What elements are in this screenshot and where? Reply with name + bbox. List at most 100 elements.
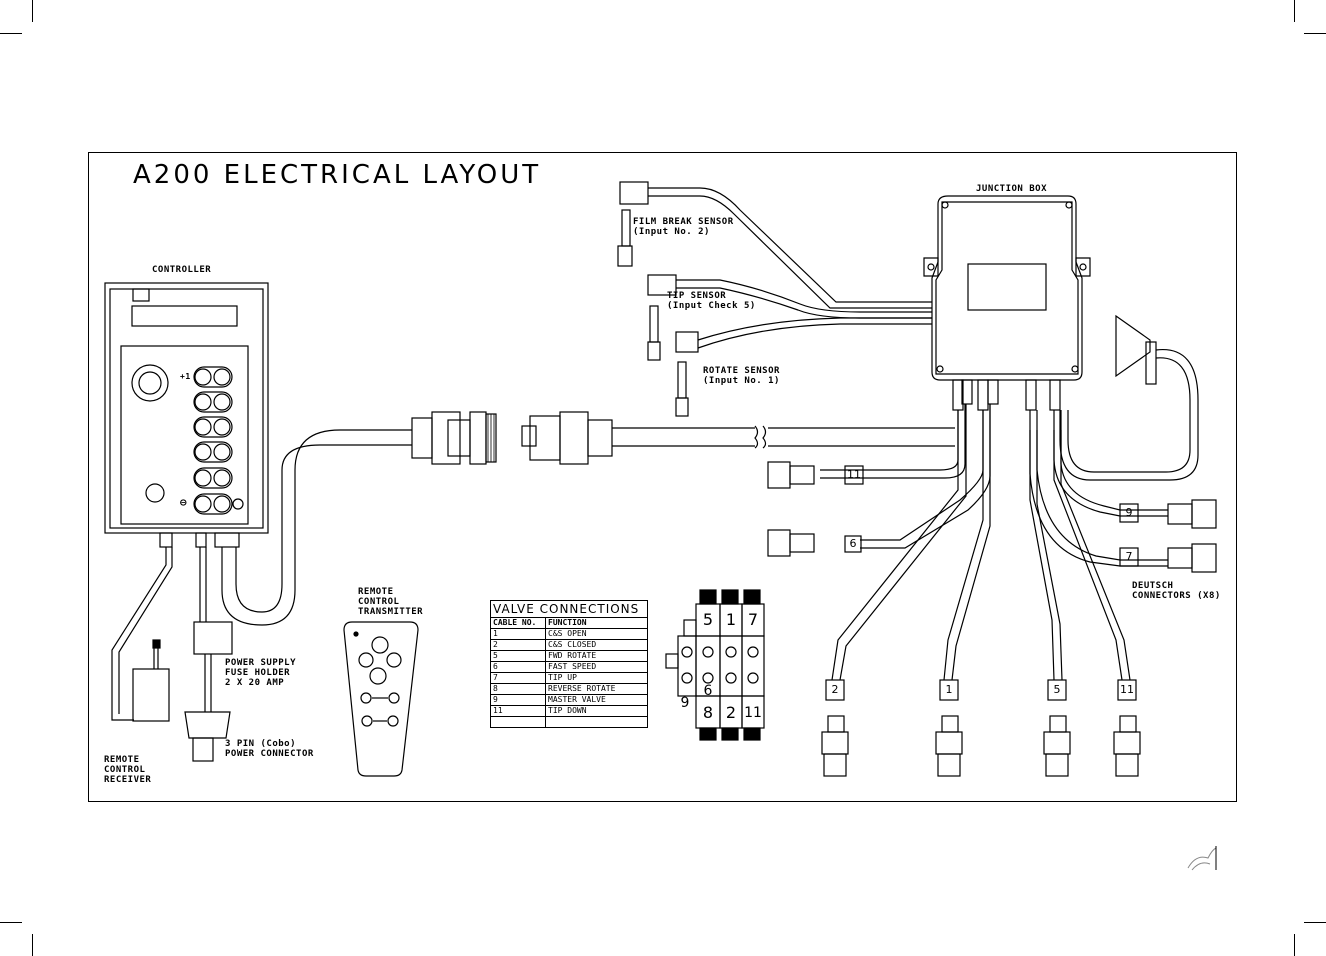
film-break-label-2: (Input No. 2): [633, 227, 710, 237]
cable-tag-11-bottom: 11: [1120, 683, 1134, 696]
film-break-label-1: FILM BREAK SENSOR: [633, 217, 734, 227]
remote-tx-label-3: TRANSMITTER: [358, 607, 424, 617]
deutsch-connector-11-top: [767, 461, 864, 489]
function-cell: [545, 716, 648, 728]
cable-no-cell: 9: [490, 694, 546, 706]
valve-block: [665, 589, 765, 741]
cable-no-cell: 6: [490, 661, 546, 673]
fuse-holder: [193, 621, 233, 655]
rotate-sensor-label-1: ROTATE SENSOR: [703, 366, 780, 376]
cable-tag-9: 9: [1125, 506, 1133, 519]
psu-label-1: POWER SUPPLY: [225, 658, 297, 668]
crop-mark: [1304, 33, 1326, 34]
power-connector-label-2: POWER CONNECTOR: [225, 749, 314, 759]
psu-label-2: FUSE HOLDER: [225, 668, 291, 678]
tip-sensor-label-2: (Input Check 5): [667, 301, 756, 311]
valve-table-header: FUNCTION: [545, 617, 648, 629]
diagram-frame: [88, 152, 1237, 802]
deutsch-label-2: CONNECTORS (X8): [1132, 591, 1221, 601]
cable-no-cell: 7: [490, 672, 546, 684]
remote-tx-label-2: CONTROL: [358, 597, 400, 607]
cable-tag-2: 2: [831, 683, 839, 696]
cable-no-cell: 11: [490, 705, 546, 717]
function-cell: REVERSE ROTATE: [545, 683, 648, 695]
controller-label: CONTROLLER: [152, 265, 212, 275]
multipin-connector-right: [521, 411, 613, 465]
cable-tag-11-top: 11: [847, 468, 861, 481]
crop-mark: [1294, 0, 1295, 22]
function-cell: TIP UP: [545, 672, 648, 684]
cable-no-cell: 1: [490, 628, 546, 640]
power-plug: [184, 711, 231, 739]
remote-tx-label-1: REMOTE: [358, 587, 394, 597]
valve-num-9: 9: [680, 695, 690, 711]
brand-logo-icon: [1187, 846, 1217, 871]
valve-num-5: 5: [702, 610, 714, 629]
cable-tag-5: 5: [1053, 683, 1061, 696]
deutsch-connector-bottom: [821, 679, 1141, 777]
tip-sensor: [647, 274, 677, 361]
receiver-label-3: RECEIVER: [104, 775, 152, 785]
deutsch-connector-6: [767, 529, 862, 557]
cable-tag-6: 6: [849, 537, 857, 550]
diagram-title: A200 ELECTRICAL LAYOUT: [133, 160, 542, 190]
function-cell: C&S CLOSED: [545, 639, 648, 651]
function-cell: FAST SPEED: [545, 661, 648, 673]
cable-no-cell: 2: [490, 639, 546, 651]
function-cell: TIP DOWN: [545, 705, 648, 717]
cable-no-cell: 8: [490, 683, 546, 695]
deutsch-connector-7: [1119, 543, 1217, 573]
valve-table-caption: VALVE CONNECTIONS: [490, 600, 648, 617]
controller-unit: [104, 282, 269, 548]
beacon-device: [1115, 314, 1151, 378]
cable-tag-7: 7: [1125, 550, 1133, 563]
deutsch-connector-9: [1119, 499, 1217, 529]
crop-mark: [0, 33, 22, 34]
rotate-sensor-label-2: (Input No. 1): [703, 376, 780, 386]
valve-table-header: CABLE NO.: [490, 617, 546, 629]
psu-label-3: 2 X 20 AMP: [225, 678, 285, 688]
cable-no-cell: [490, 716, 546, 728]
crop-mark: [1294, 934, 1295, 956]
crop-mark: [1304, 922, 1326, 923]
junction-box: [923, 195, 1091, 411]
cable-no-cell: 5: [490, 650, 546, 662]
valve-num-7: 7: [747, 610, 759, 629]
deutsch-label-1: DEUTSCH: [1132, 581, 1174, 591]
function-cell: FWD ROTATE: [545, 650, 648, 662]
controller-key-plus1: +1: [180, 372, 191, 381]
crop-mark: [0, 922, 22, 923]
valve-num-1: 1: [725, 610, 737, 629]
valve-num-6: 6: [703, 683, 713, 699]
valve-num-8: 8: [702, 703, 714, 722]
function-cell: C&S OPEN: [545, 628, 648, 640]
valve-num-11: 11: [744, 705, 762, 721]
tip-sensor-label-1: TIP SENSOR: [667, 291, 727, 301]
junction-box-label: JUNCTION BOX: [976, 184, 1048, 194]
power-connector-label-1: 3 PIN (Cobo): [225, 739, 297, 749]
controller-button-rows: [193, 366, 233, 515]
crop-mark: [32, 0, 33, 22]
multipin-connector-left: [411, 411, 497, 465]
cable-tag-1: 1: [945, 683, 953, 696]
function-cell: MASTER VALVE: [545, 694, 648, 706]
table-row: [490, 716, 648, 728]
remote-transmitter: [343, 621, 419, 777]
receiver-box: [132, 668, 170, 722]
film-break-sensor: [617, 181, 649, 267]
receiver-label-1: REMOTE: [104, 755, 140, 765]
valve-num-2: 2: [725, 703, 737, 722]
crop-mark: [32, 934, 33, 956]
receiver-label-2: CONTROL: [104, 765, 146, 775]
rotate-sensor: [675, 331, 699, 417]
controller-key-minus: ⊖: [180, 496, 188, 509]
